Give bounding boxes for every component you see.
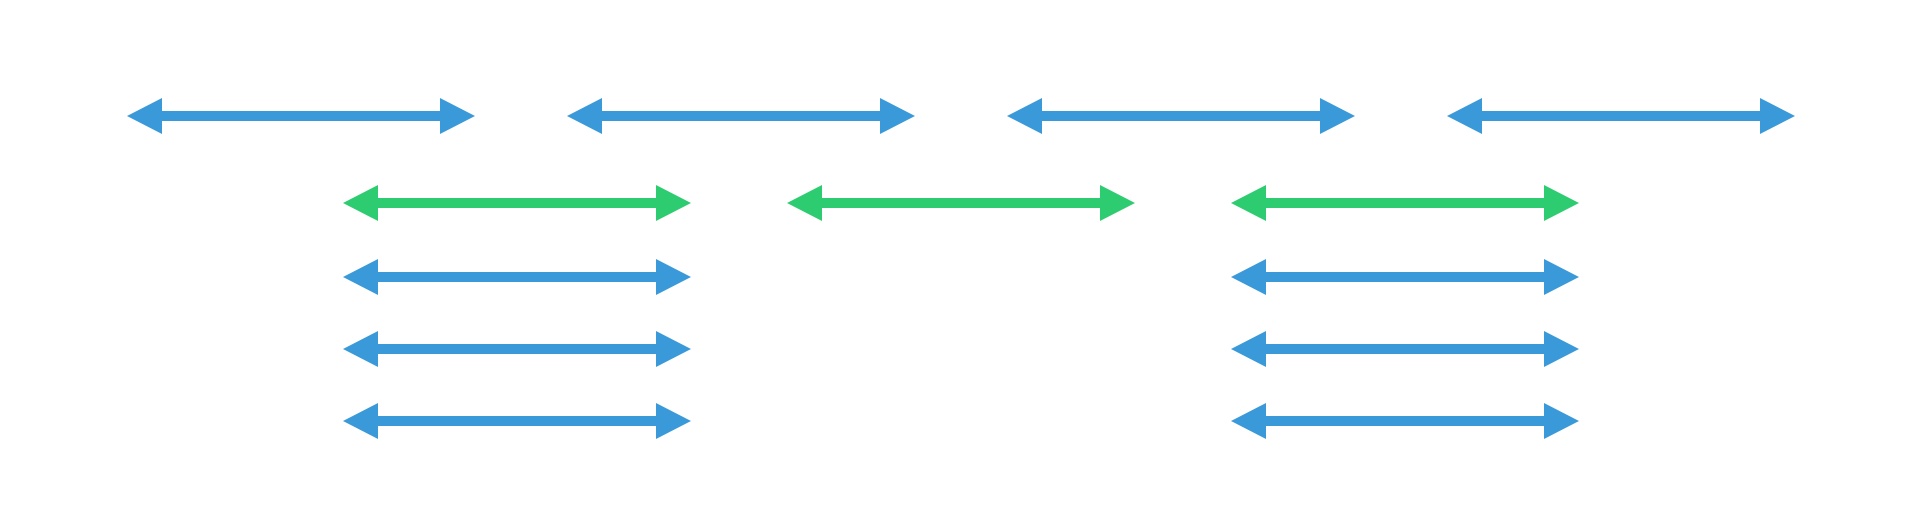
double-headed-arrow-icon	[343, 259, 691, 295]
right-column-arrow-1	[1231, 259, 1579, 295]
top-row-arrow-2	[567, 98, 915, 134]
right-column-green-arrow	[1231, 185, 1579, 221]
double-headed-arrow-icon	[787, 185, 1135, 221]
double-headed-arrow-icon	[1447, 98, 1795, 134]
double-headed-arrow-icon	[343, 403, 691, 439]
double-headed-arrow-icon	[1231, 259, 1579, 295]
double-headed-arrow-icon	[1231, 331, 1579, 367]
right-column-arrow-3	[1231, 403, 1579, 439]
right-column-arrow-2	[1231, 331, 1579, 367]
center-green-arrow	[787, 185, 1135, 221]
double-headed-arrow-icon	[343, 331, 691, 367]
double-headed-arrow-icon	[567, 98, 915, 134]
top-row-arrow-3	[1007, 98, 1355, 134]
double-headed-arrow-icon	[1231, 403, 1579, 439]
double-headed-arrow-icon	[1007, 98, 1355, 134]
double-headed-arrow-icon	[343, 185, 691, 221]
left-column-arrow-3	[343, 403, 691, 439]
top-row-arrow-1	[127, 98, 475, 134]
top-row-arrow-4	[1447, 98, 1795, 134]
double-headed-arrow-icon	[1231, 185, 1579, 221]
double-headed-arrow-icon	[127, 98, 475, 134]
left-column-arrow-1	[343, 259, 691, 295]
left-column-green-arrow	[343, 185, 691, 221]
left-column-arrow-2	[343, 331, 691, 367]
